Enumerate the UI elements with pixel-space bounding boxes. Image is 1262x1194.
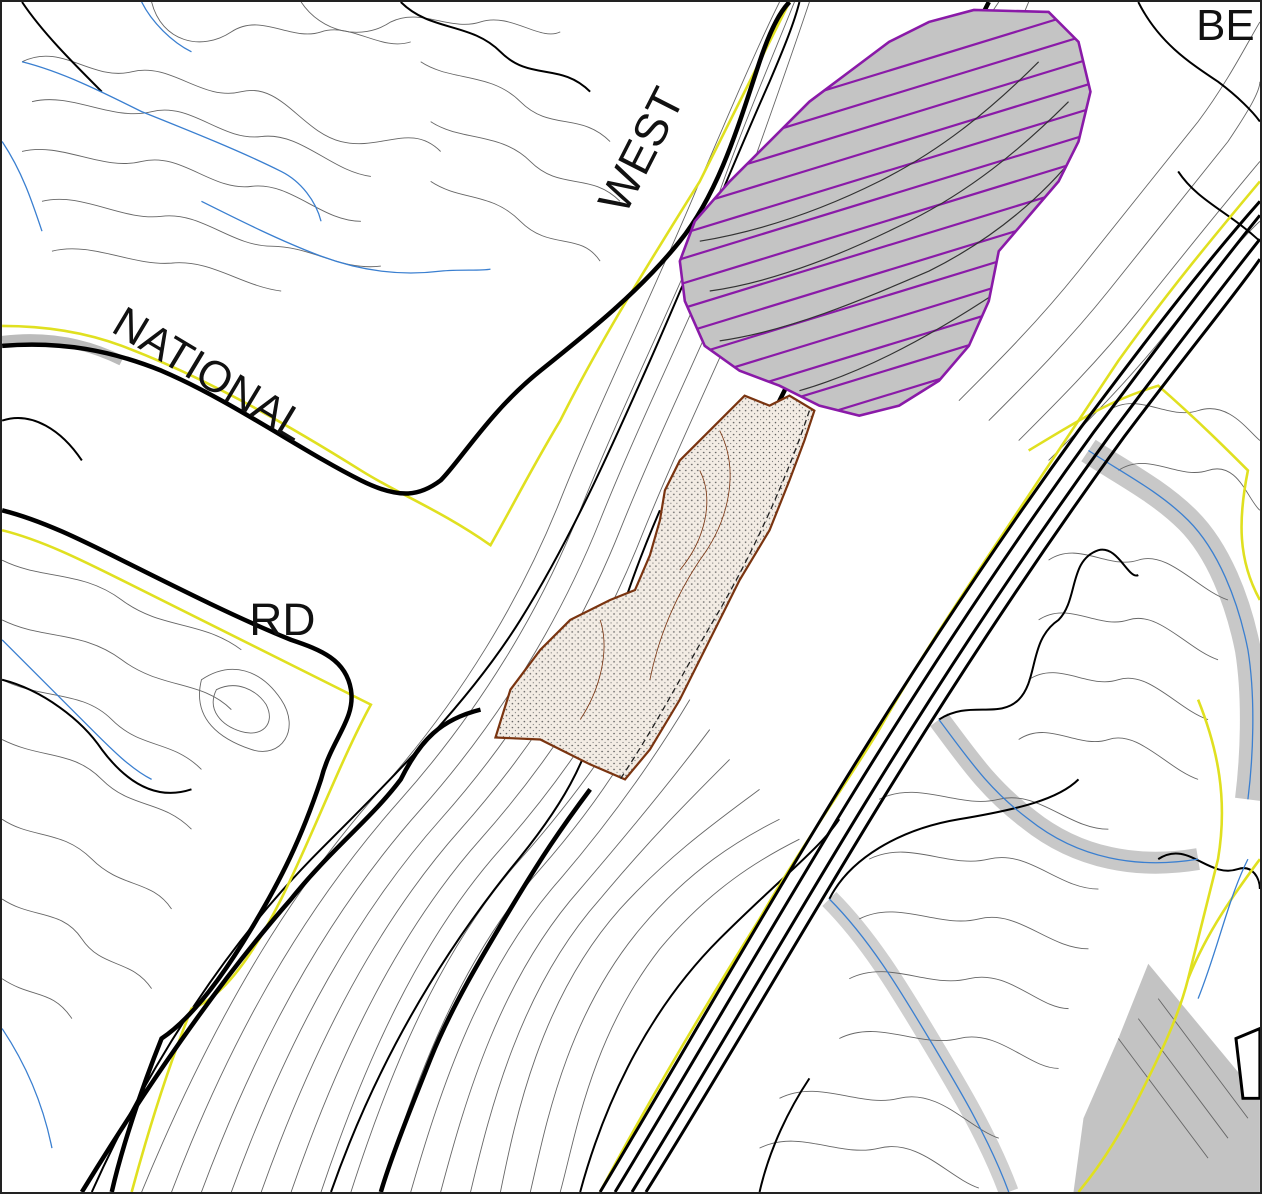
gray-buffer-stream-east <box>1081 439 1260 801</box>
label-be: BE <box>1196 2 1255 50</box>
label-rd: RD <box>249 594 315 645</box>
label-west: WEST <box>588 80 694 221</box>
structure-outline <box>1234 1026 1260 1100</box>
gray-shaded-zone <box>1073 963 1260 1192</box>
label-national: NATIONAL <box>105 297 315 450</box>
stippled-zone <box>493 394 816 781</box>
gray-buffer-stream-south <box>930 713 1200 874</box>
highway-lines <box>598 200 1260 1192</box>
gray-buffer-stream-sw <box>822 891 1019 1192</box>
gray-buffer-road-nw <box>2 334 124 366</box>
